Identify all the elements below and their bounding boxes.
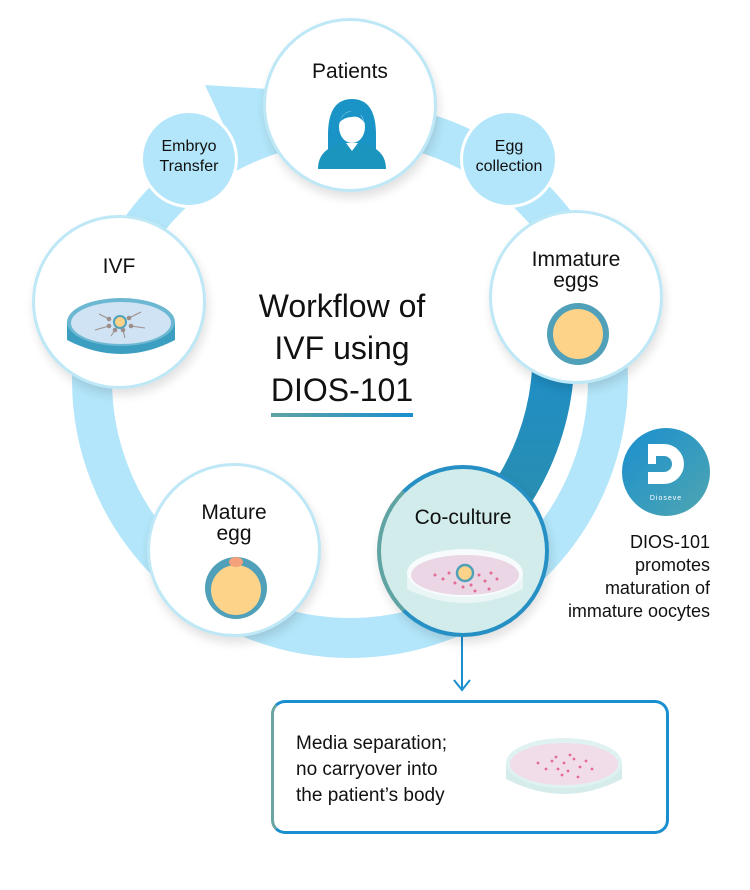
note-line: immature oocytes (567, 601, 710, 621)
media-separation-text: Media separation; no carryover into the … (296, 731, 447, 809)
embryo-transfer-line2: Transfer (159, 158, 219, 175)
media-separation-box: Media separation; no carryover into the … (271, 700, 669, 834)
patient-icon (318, 99, 386, 169)
mature-egg-line1: Mature (201, 501, 267, 524)
node-immature-eggs: Immature eggs (489, 210, 663, 384)
dioseve-brand-name: Dioseve (649, 495, 683, 502)
co-culture-label: Co-culture (414, 506, 512, 529)
ivf-dish-icon (67, 298, 175, 354)
node-egg-collection: Egg collection (460, 110, 558, 208)
note-line: DIOS-101 (629, 532, 710, 552)
title-line1: Workflow of (258, 288, 426, 324)
node-patients-label: Patients (312, 60, 388, 83)
box-line: no carryover into (296, 759, 438, 780)
down-arrow-head (453, 679, 471, 692)
box-line: the patient’s body (296, 785, 445, 806)
dioseve-logo-icon (648, 444, 684, 484)
embryo-transfer-line1: Embryo (161, 138, 217, 155)
egg-collection-line2: collection (475, 158, 543, 175)
dioseve-logo: Dioseve (622, 428, 710, 516)
note-line: maturation of (604, 578, 710, 598)
note-line: promotes (634, 555, 710, 575)
node-embryo-transfer: Embryo Transfer (140, 110, 238, 208)
culture-dish-icon (407, 549, 523, 603)
box-line: Media separation; (296, 733, 448, 754)
mature-egg-line2: egg (216, 522, 252, 545)
separated-dish-icon (506, 738, 622, 794)
mature-egg-icon (205, 557, 267, 619)
immature-eggs-line2: eggs (553, 269, 599, 292)
node-co-culture: Co-culture (377, 465, 549, 637)
node-mature-egg: Mature egg (147, 463, 321, 637)
node-ivf: IVF (32, 215, 206, 389)
node-patients: Patients (263, 18, 437, 192)
immature-eggs-line1: Immature (531, 248, 621, 271)
title-line2: IVF using (274, 330, 410, 366)
diagram-title: Workflow of IVF using DIOS-101 (232, 285, 452, 417)
immature-egg-icon (547, 303, 609, 365)
ivf-label: IVF (102, 255, 136, 278)
egg-collection-line1: Egg (494, 138, 524, 155)
title-line3: DIOS-101 (270, 369, 414, 417)
dios-101-note: DIOS-101 promotes maturation of immature… (540, 531, 710, 623)
